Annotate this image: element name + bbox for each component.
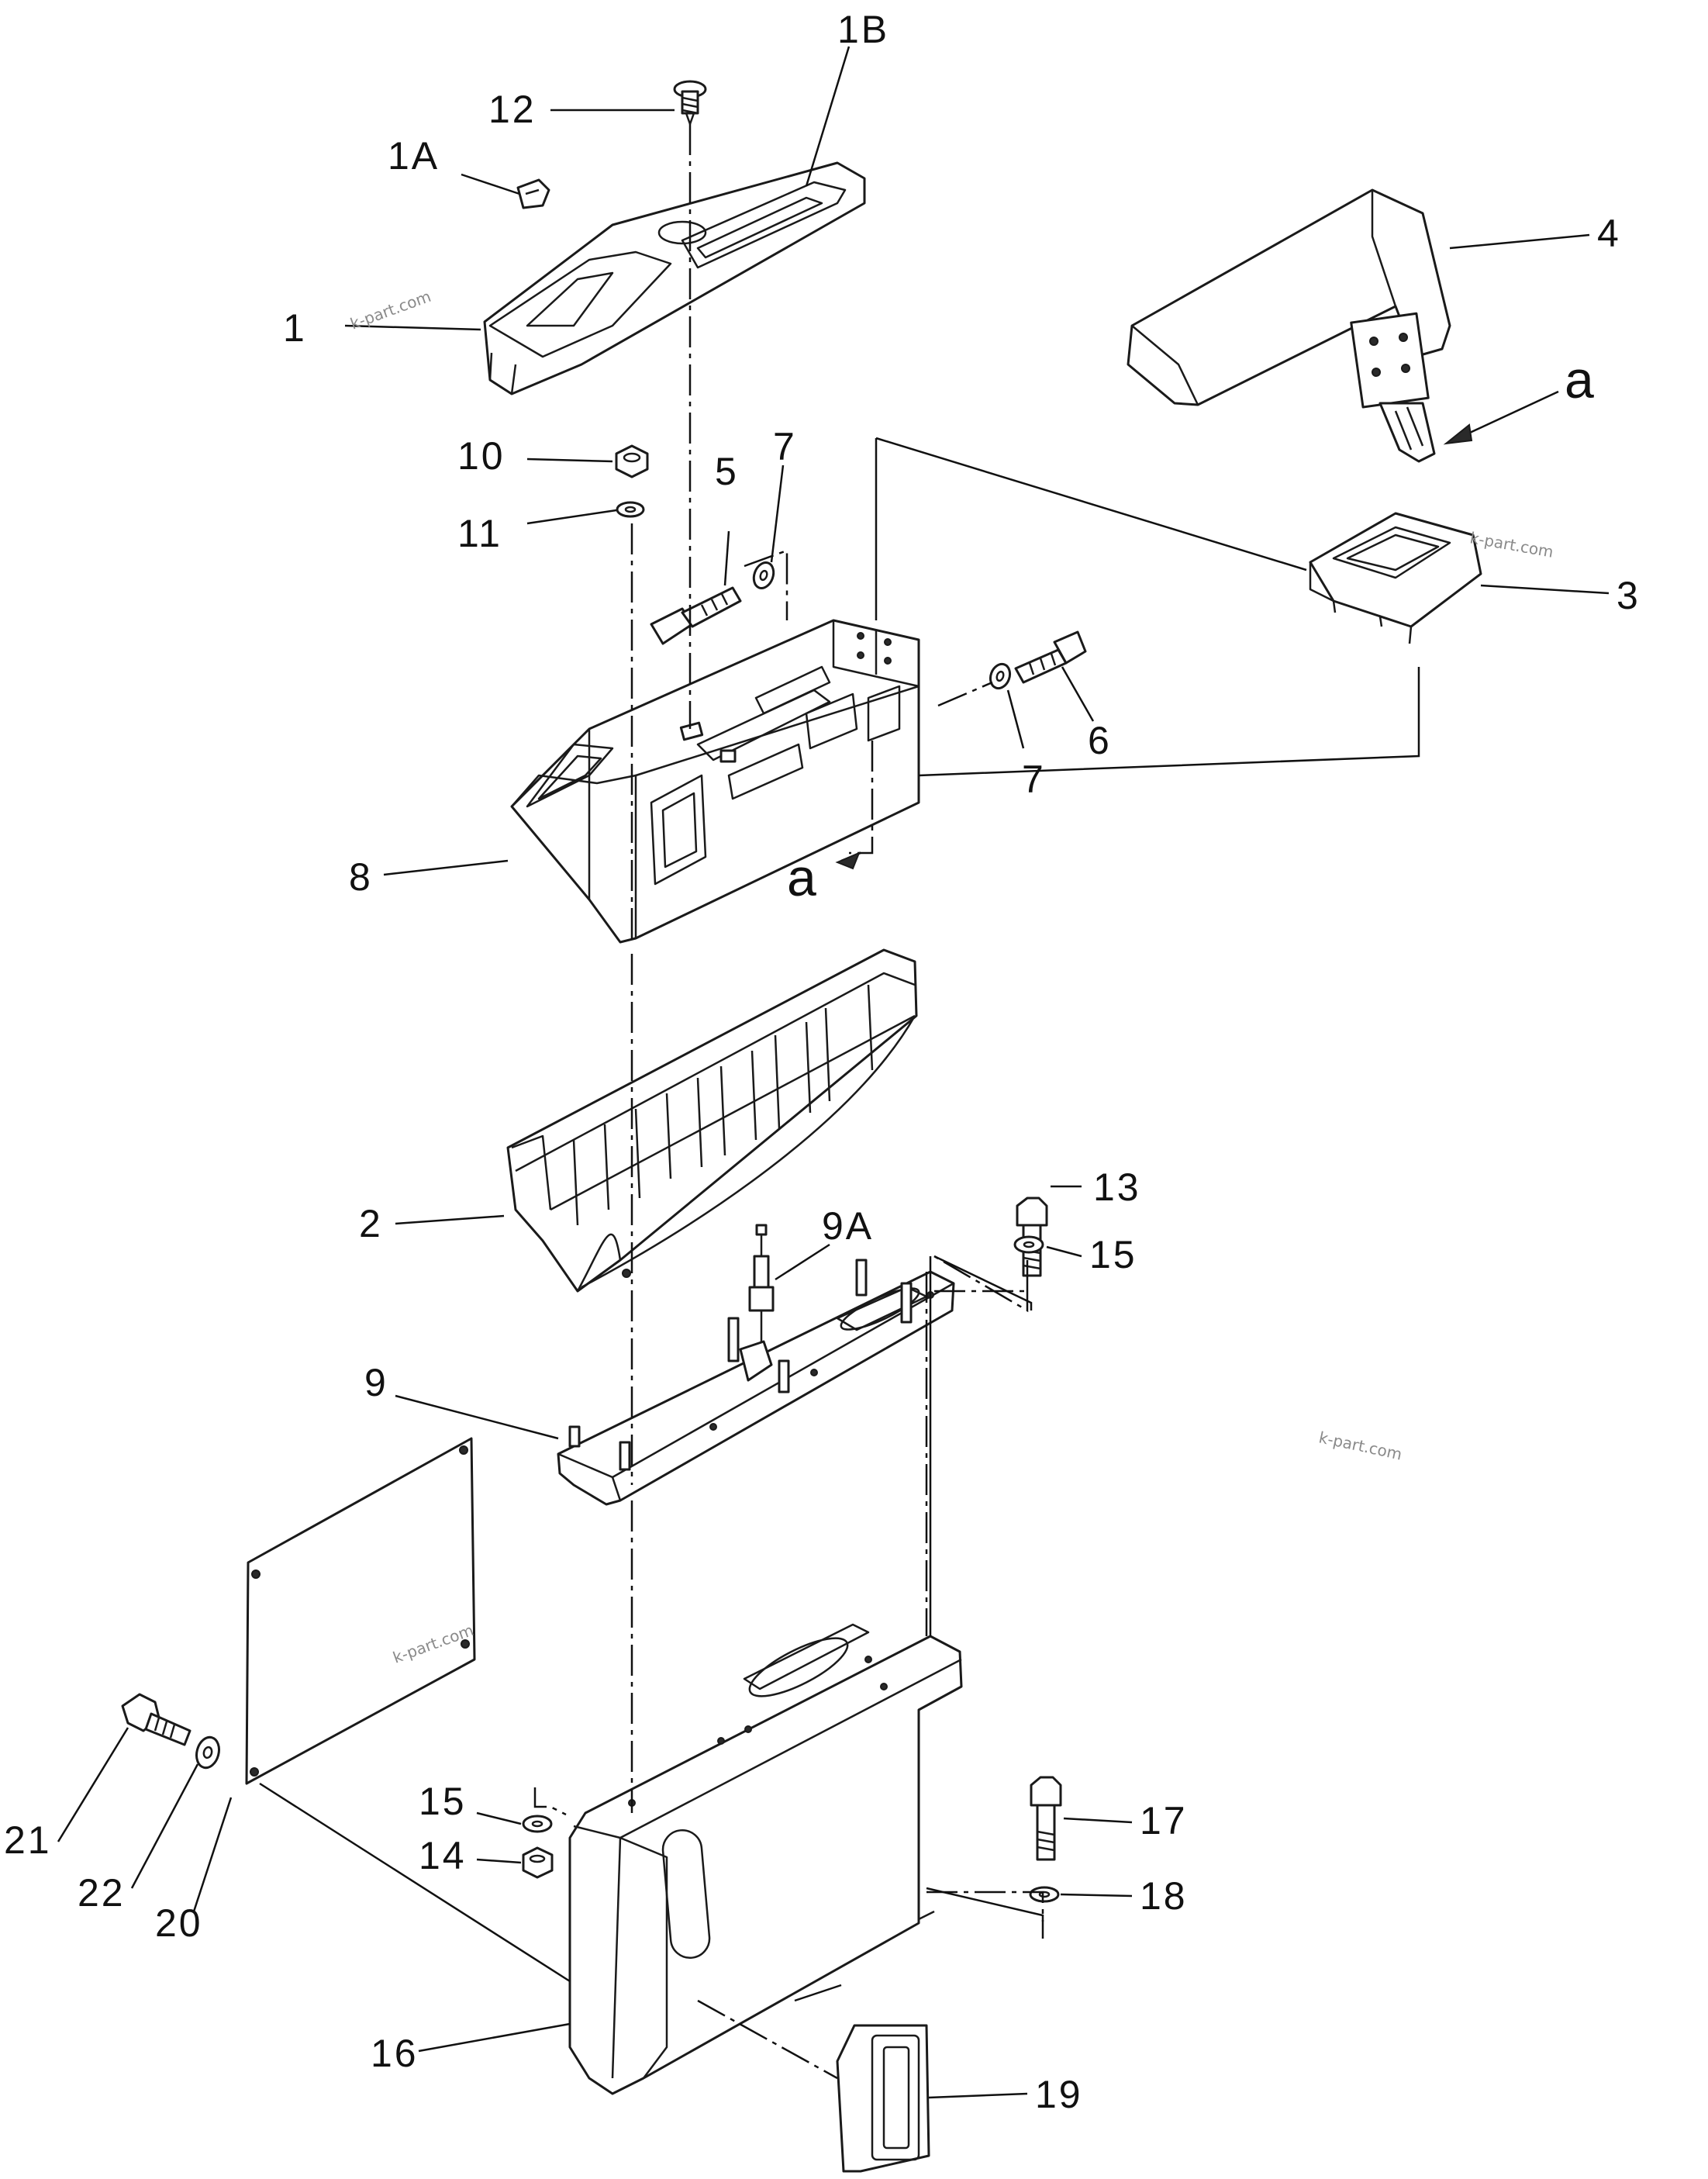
part-7-washer-top: [752, 561, 775, 589]
part-16-pedestal: [568, 1623, 963, 2095]
callout-18: 18: [1140, 1874, 1188, 1918]
part-6-bolt: [1014, 630, 1087, 684]
part-12-screw: [673, 80, 707, 126]
part-7-washer-right: [989, 662, 1012, 690]
part-9-studs: [568, 1259, 913, 1471]
callout-20: 20: [155, 1901, 203, 1945]
callout-4: 4: [1597, 212, 1621, 255]
callout-9: 9: [364, 1361, 388, 1404]
part-4-armrest: [1127, 188, 1451, 463]
callout-14: 14: [419, 1834, 467, 1877]
callout-leaders: [57, 46, 1610, 2099]
part-14-nut: [522, 1846, 554, 1879]
callout-7-top: 7: [773, 425, 797, 468]
callout-8: 8: [349, 855, 373, 899]
callout-1b: 1B: [837, 8, 889, 51]
callout-10: 10: [457, 434, 505, 478]
callout-15-top: 15: [1089, 1233, 1137, 1276]
callout-9a: 9A: [822, 1204, 874, 1248]
callout-19: 19: [1035, 2073, 1083, 2116]
callout-17: 17: [1140, 1799, 1188, 1842]
view-arrow-a-bottom: [835, 851, 861, 870]
view-mark-a-top: a: [1565, 351, 1594, 409]
part-20-side-panel: [245, 1437, 476, 1785]
watermark: k-part.com: [1468, 528, 1554, 561]
part-5-bolt: [650, 586, 742, 645]
part-21-bolt: [121, 1693, 192, 1746]
part-18-washer: [1029, 1886, 1060, 1903]
callout-7-bottom: 7: [1022, 758, 1046, 801]
envelope-lines: [259, 437, 1420, 2002]
callout-21: 21: [4, 1818, 52, 1862]
part-15-washer-1: [1013, 1235, 1044, 1254]
part-11-washer: [616, 501, 645, 518]
callout-6: 6: [1088, 719, 1112, 762]
view-mark-a-bottom: a: [787, 848, 816, 907]
callout-1a: 1A: [388, 134, 440, 178]
part-1-upper-cover: [483, 161, 866, 395]
callout-11: 11: [457, 512, 502, 555]
assembly-lines: [533, 124, 1044, 2080]
part-8-console-frame: [510, 619, 920, 944]
view-arrow-a-top: [1443, 390, 1559, 445]
part-22-washer: [195, 1735, 220, 1770]
callout-1: 1: [283, 306, 307, 350]
part-3-bracket-cover: [1309, 512, 1482, 644]
callout-22: 22: [78, 1871, 126, 1915]
callout-5: 5: [715, 450, 739, 493]
callout-13: 13: [1093, 1165, 1141, 1209]
part-9-base-plate: [557, 1270, 955, 1506]
callout-12: 12: [488, 88, 537, 131]
part-15-washer-bottom: [522, 1815, 553, 1833]
part-9a-switch: [739, 1224, 775, 1382]
callout-15-bottom: 15: [419, 1780, 467, 1823]
watermark: k-part.com: [1317, 1428, 1404, 1463]
part-17-bolt: [1030, 1776, 1062, 1861]
callout-3: 3: [1617, 574, 1641, 617]
callout-2: 2: [359, 1202, 383, 1245]
part-10-nut: [615, 444, 649, 478]
part-19-grommet: [836, 2024, 930, 2173]
part-1a-clip: [516, 178, 550, 209]
part-2-lower-tray: [506, 948, 918, 1293]
callout-16: 16: [371, 2032, 419, 2075]
